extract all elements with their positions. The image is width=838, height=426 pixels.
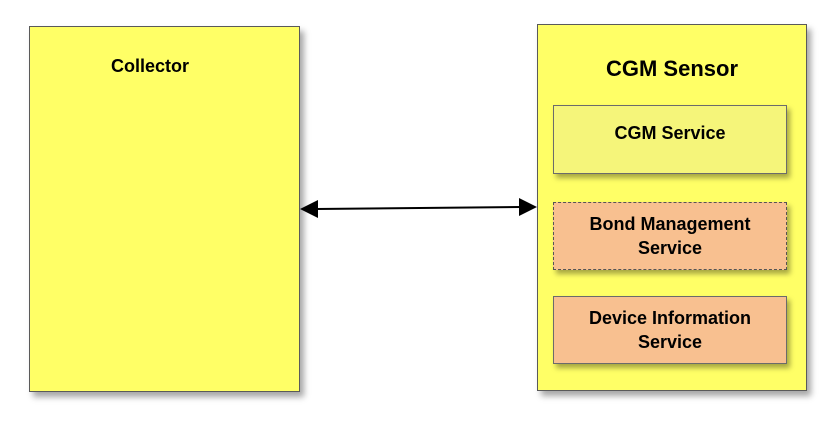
cgm-service-label: CGM Service: [614, 123, 726, 143]
connector-line: [315, 206, 522, 210]
collector-title: Collector: [110, 56, 189, 76]
cgm-service-box: CGM Service: [553, 105, 787, 174]
arrowhead-left-icon: [300, 200, 318, 218]
cgm-sensor-box: CGM Sensor CGM Service Bond Management S…: [537, 24, 807, 391]
cgm-sensor-title: CGM Sensor: [605, 56, 739, 81]
collector-box: Collector: [29, 26, 300, 392]
bond-management-service-box: Bond Management Service: [553, 202, 787, 270]
device-information-service-label: Device Information Service: [588, 308, 752, 352]
device-information-service-box: Device Information Service: [553, 296, 787, 364]
bond-management-service-label: Bond Management Service: [589, 214, 751, 258]
arrowhead-right-icon: [519, 198, 537, 216]
